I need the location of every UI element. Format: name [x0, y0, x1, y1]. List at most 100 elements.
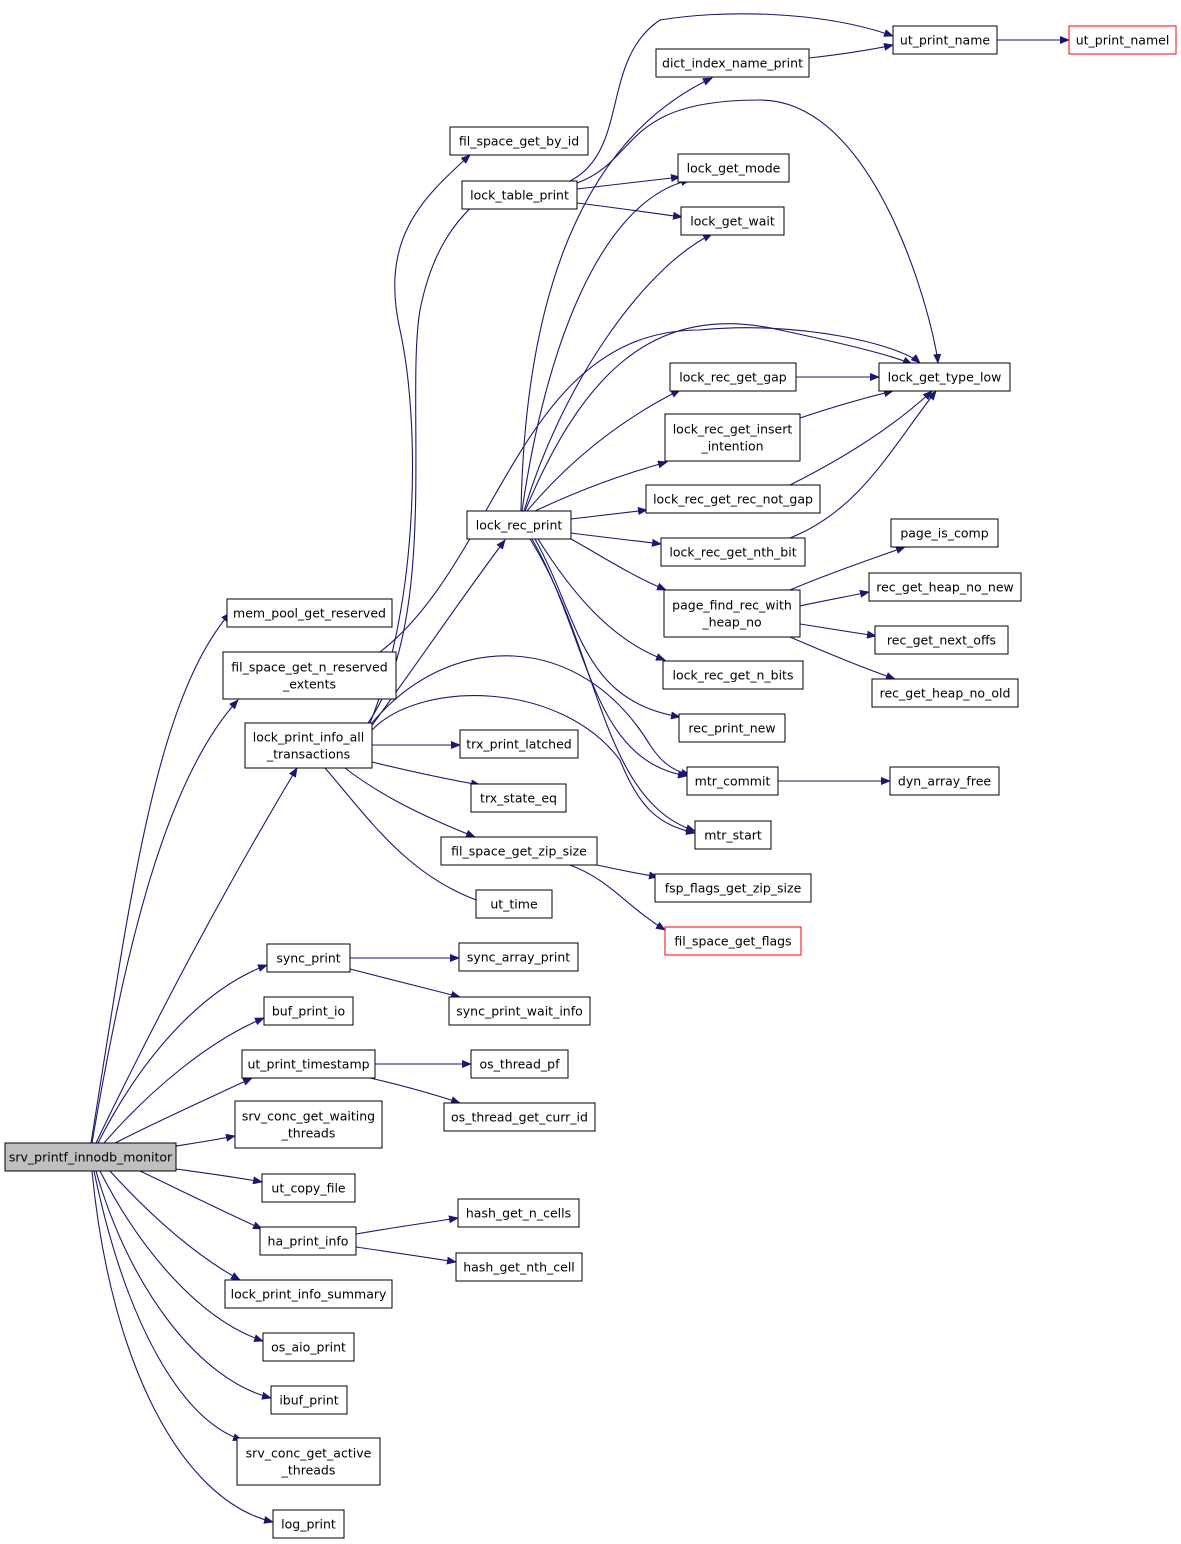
edge-ha_print_info-to-hash_get_nth_cell	[355, 1246, 457, 1265]
node-srv_conc_get_waiting_threads[interactable]: srv_conc_get_waiting_threads	[234, 1100, 383, 1149]
node-rec_get_heap_no_old[interactable]: rec_get_heap_no_old	[871, 678, 1019, 708]
node-label: ibuf_print	[279, 1393, 338, 1408]
node-box	[262, 1332, 355, 1362]
node-label: srv_printf_innodb_monitor	[9, 1150, 173, 1165]
node-fil_space_get_by_id[interactable]: fil_space_get_by_id	[449, 126, 589, 156]
node-sync_array_print[interactable]: sync_array_print	[458, 942, 579, 972]
node-log_print[interactable]: log_print	[272, 1509, 345, 1539]
node-box	[263, 996, 354, 1026]
node-label: mem_pool_get_reserved	[233, 606, 386, 621]
node-page_find_rec_with_heap_no[interactable]: page_find_rec_with_heap_no	[663, 589, 801, 638]
node-box	[241, 1049, 376, 1079]
node-box	[655, 48, 810, 78]
node-label: lock_rec_get_rec_not_gap	[653, 492, 813, 507]
node-lock_print_info_all_transactions[interactable]: lock_print_info_all_transactions	[244, 722, 373, 769]
node-trx_print_latched[interactable]: trx_print_latched	[459, 729, 579, 759]
node-mem_pool_get_reserved[interactable]: mem_pool_get_reserved	[226, 598, 393, 628]
node-dict_index_name_print[interactable]: dict_index_name_print	[655, 48, 810, 78]
node-ibuf_print[interactable]: ibuf_print	[270, 1385, 348, 1415]
edge-page_find_rec_with_heap_no-to-page_is_comp	[789, 546, 906, 591]
node-box	[272, 1509, 345, 1539]
node-box	[234, 1100, 383, 1149]
node-dyn_array_free[interactable]: dyn_array_free	[889, 766, 1000, 796]
node-label: lock_table_print	[470, 188, 569, 203]
node-lock_print_info_summary[interactable]: lock_print_info_summary	[224, 1279, 393, 1309]
node-fil_space_get_n_reserved_extents[interactable]: fil_space_get_n_reserved_extents	[222, 651, 397, 700]
node-ut_print_timestamp[interactable]: ut_print_timestamp	[241, 1049, 376, 1079]
edge-lock_table_print-to-lock_get_mode	[576, 174, 681, 190]
node-rec_get_next_offs[interactable]: rec_get_next_offs	[874, 625, 1009, 655]
node-box	[470, 1049, 569, 1079]
node-lock_rec_get_gap[interactable]: lock_rec_get_gap	[669, 362, 797, 392]
node-lock_rec_get_rec_not_gap[interactable]: lock_rec_get_rec_not_gap	[645, 484, 821, 514]
edge-lock_rec_get_nth_bit-to-lock_get_type_low	[789, 390, 937, 539]
node-sync_print_wait_info[interactable]: sync_print_wait_info	[448, 996, 591, 1026]
node-srv_conc_get_active_threads[interactable]: srv_conc_get_active_threads	[236, 1437, 381, 1486]
edge-srv_printf_innodb_monitor-to-srv_conc_get_active_threads	[93, 1170, 243, 1442]
node-sync_print[interactable]: sync_print	[266, 943, 351, 973]
node-os_thread_pf[interactable]: os_thread_pf	[470, 1049, 569, 1079]
node-box	[458, 942, 579, 972]
edge-ha_print_info-to-hash_get_n_cells	[355, 1215, 459, 1235]
node-hash_get_nth_cell[interactable]: hash_get_nth_cell	[455, 1252, 583, 1282]
node-buf_print_io[interactable]: buf_print_io	[263, 996, 354, 1026]
edge-page_find_rec_with_heap_no-to-rec_get_next_offs	[799, 623, 877, 639]
node-lock_rec_get_insert_intention[interactable]: lock_rec_get_insert_intention	[664, 413, 801, 462]
node-box	[645, 484, 821, 514]
node-ha_print_info[interactable]: ha_print_info	[259, 1226, 357, 1256]
edge-lock_print_info_all_transactions-to-fil_space_get_zip_size	[344, 767, 476, 838]
node-os_aio_print[interactable]: os_aio_print	[262, 1332, 355, 1362]
edge-lock_print_info_all_transactions-to-fil_space_get_by_id	[369, 154, 471, 724]
edge-lock_rec_print-to-mtr_start	[529, 538, 696, 832]
node-lock_get_mode[interactable]: lock_get_mode	[677, 153, 790, 183]
node-label: fsp_flags_get_zip_size	[665, 881, 802, 896]
node-page_is_comp[interactable]: page_is_comp	[890, 518, 999, 548]
edge-lock_rec_print-to-lock_rec_get_insert_intention	[534, 460, 668, 512]
node-rec_get_heap_no_new[interactable]: rec_get_heap_no_new	[868, 572, 1022, 602]
node-fil_space_get_zip_size[interactable]: fil_space_get_zip_size	[440, 836, 598, 866]
node-label: rec_print_new	[688, 721, 775, 736]
node-trx_state_eq[interactable]: trx_state_eq	[470, 783, 567, 813]
node-os_thread_get_curr_id[interactable]: os_thread_get_curr_id	[443, 1102, 596, 1132]
node-lock_rec_print[interactable]: lock_rec_print	[466, 510, 572, 540]
node-lock_rec_get_n_bits[interactable]: lock_rec_get_n_bits	[662, 660, 804, 690]
node-ut_copy_file[interactable]: ut_copy_file	[261, 1173, 356, 1203]
node-label: lock_rec_get_n_bits	[673, 668, 794, 683]
node-ut_time[interactable]: ut_time	[475, 889, 553, 919]
edge-fil_space_get_n_reserved_extents-to-lock_get_type_low	[379, 327, 921, 653]
node-label: sync_print	[276, 951, 340, 966]
node-label: fil_space_get_n_reserved	[231, 660, 387, 675]
node-label: dict_index_name_print	[662, 56, 803, 71]
edge-srv_printf_innodb_monitor-to-sync_print	[97, 964, 268, 1144]
node-box	[455, 1252, 583, 1282]
node-label: trx_state_eq	[480, 791, 557, 806]
edge-srv_printf_innodb_monitor-to-buf_print_io	[103, 1017, 265, 1144]
node-label: dyn_array_free	[898, 774, 991, 789]
node-lock_rec_get_nth_bit[interactable]: lock_rec_get_nth_bit	[660, 537, 806, 567]
node-label: fil_space_get_flags	[674, 934, 791, 949]
node-rec_print_new[interactable]: rec_print_new	[678, 713, 786, 743]
node-label: lock_rec_get_nth_bit	[669, 545, 796, 560]
node-ut_print_name[interactable]: ut_print_name	[892, 25, 998, 55]
node-label: _intention	[700, 439, 763, 454]
node-box	[470, 783, 567, 813]
node-hash_get_n_cells[interactable]: hash_get_n_cells	[457, 1198, 580, 1228]
node-box	[261, 1173, 356, 1203]
node-fil_space_get_flags[interactable]: fil_space_get_flags	[664, 926, 802, 956]
node-mtr_start[interactable]: mtr_start	[694, 820, 772, 850]
node-box	[461, 180, 578, 210]
node-lock_table_print[interactable]: lock_table_print	[461, 180, 578, 210]
node-lock_get_wait[interactable]: lock_get_wait	[680, 206, 785, 236]
node-box	[686, 766, 779, 796]
node-fsp_flags_get_zip_size[interactable]: fsp_flags_get_zip_size	[654, 873, 812, 903]
node-srv_printf_innodb_monitor[interactable]: srv_printf_innodb_monitor	[4, 1142, 177, 1172]
edge-lock_rec_print-to-lock_rec_get_nth_bit	[570, 532, 662, 547]
node-mtr_commit[interactable]: mtr_commit	[686, 766, 779, 796]
node-lock_get_type_low[interactable]: lock_get_type_low	[878, 362, 1011, 392]
node-box	[443, 1102, 596, 1132]
node-ut_print_namel[interactable]: ut_print_namel	[1068, 25, 1177, 55]
node-box	[878, 362, 1011, 392]
node-label: lock_print_info_summary	[231, 1287, 387, 1302]
edge-lock_rec_print-to-lock_get_wait	[523, 233, 713, 512]
